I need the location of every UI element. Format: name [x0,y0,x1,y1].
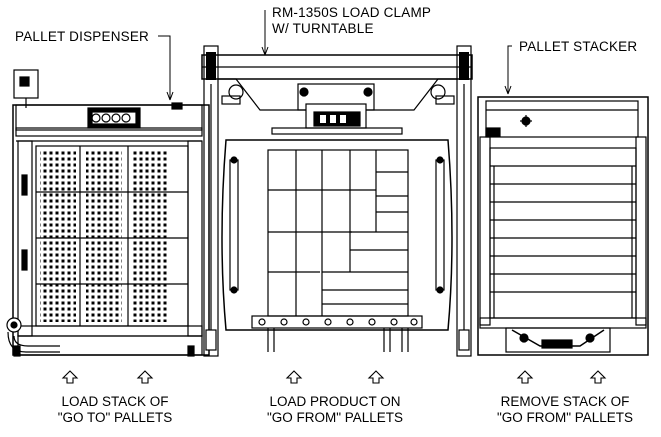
pallet-stacker-label: PALLET STACKER [519,39,638,54]
clamp-motor [271,83,403,135]
load-clamp-label-line1: RM-1350S LOAD CLAMP [272,5,432,20]
caption-load-stack-line1: LOAD STACK OF [61,394,169,409]
caption-load-product-line1: LOAD PRODUCT ON [269,394,401,409]
dispenser-motor [87,102,183,129]
caption-load-product-line2: "GO FROM" PALLETS [266,410,404,425]
load-clamp-label-line2: W/ TURNTABLE [272,21,374,36]
pallet-stacker-unit [477,96,649,356]
pallet-dispenser-unit [6,69,210,357]
leader-lines [158,10,512,101]
caption-load-product: LOAD PRODUCT ON "GO FROM" PALLETS [240,394,430,426]
load-clamp-unit [201,45,473,357]
dispenser-pallet-stack [35,145,189,327]
stacker-pallet-stack [489,147,637,319]
caption-load-stack-line2: "GO TO" PALLETS [57,410,173,425]
caption-remove-stack-line1: REMOVE STACK OF [500,394,630,409]
caption-remove-stack: REMOVE STACK OF "GO FROM" PALLETS [470,394,660,426]
caption-remove-stack-line2: "GO FROM" PALLETS [496,410,634,425]
caption-load-stack: LOAD STACK OF "GO TO" PALLETS [20,394,210,426]
hollow-up-arrow-icon [61,370,607,384]
pallet-dispenser-label: PALLET DISPENSER [15,29,150,44]
clamp-product-load [267,149,409,317]
